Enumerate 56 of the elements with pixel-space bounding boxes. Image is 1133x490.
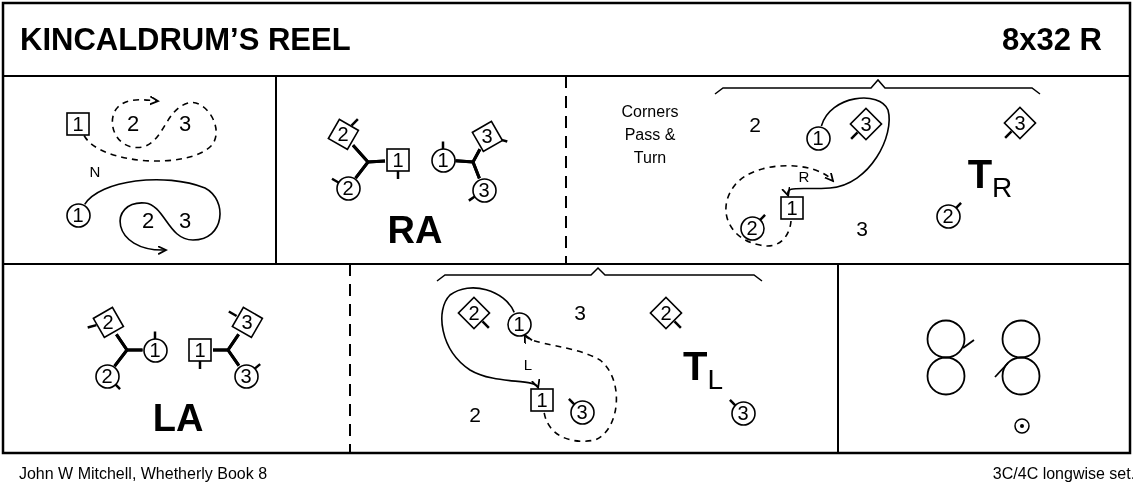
diamond-dancer: 3 (1003, 106, 1037, 140)
dance-track-arrow (441, 287, 539, 389)
hands-joined-line (113, 348, 143, 367)
dance-track-arrow (523, 334, 618, 443)
figure-name: T$_{R}$ (967, 152, 1013, 204)
circle-dancer: 2 (935, 203, 961, 229)
position-number: 3 (574, 301, 586, 325)
square-dancer: 1 (66, 112, 90, 136)
square-dancer: 1 (530, 388, 554, 412)
diamond-dancer: 3 (230, 305, 264, 339)
dance-track-arrow (725, 164, 834, 247)
figure-name: T$_{L}$ (683, 344, 723, 396)
hand-letter: R (798, 168, 810, 186)
figure-label: 8x32 R (1002, 22, 1102, 58)
position-number: 2 (749, 113, 761, 137)
circle-dancer: 2 (94, 363, 120, 389)
diamond-dancer: 2 (326, 117, 360, 151)
diamond-dancer: 2 (457, 296, 491, 330)
circle-dancer: 1 (142, 337, 168, 363)
circle-dancer: 1 (506, 311, 532, 337)
hands-joined-line (354, 159, 386, 179)
square-dancer: 1 (386, 148, 410, 172)
hand-letter: L (523, 356, 533, 374)
hands-joined-line (471, 148, 482, 179)
figure-name: LA (152, 398, 204, 440)
circle-dancer: 3 (730, 400, 756, 426)
circle-dancer: 1 (430, 147, 456, 173)
title: KINCALDRUM’S REEL (20, 22, 351, 58)
square-dancer: 1 (780, 196, 804, 220)
position-number: 2 (126, 111, 140, 137)
circle-dancer: 3 (569, 399, 595, 425)
diamond-dancer: 3 (470, 119, 504, 153)
circle-dancer: 2 (739, 215, 765, 241)
circle-dancer: 1 (65, 202, 91, 228)
dance-track-arrow (83, 95, 217, 162)
credit-text: John W Mitchell, Whetherly Book 8 (18, 465, 268, 483)
circle-dancer: 3 (471, 177, 497, 203)
circle-dancer: 3 (233, 363, 259, 389)
diamond-dancer: 2 (649, 296, 683, 330)
position-number: 2 (469, 403, 481, 427)
position-number: 3 (178, 208, 192, 234)
path-letter: N (89, 163, 101, 181)
circle-dancer: 2 (335, 175, 361, 201)
square-dancer: 1 (188, 338, 212, 362)
position-number: 3 (178, 111, 192, 137)
formation-text: 3C/4C longwise set. (992, 465, 1133, 483)
position-number: 2 (141, 208, 155, 234)
dance-track-arrow (781, 97, 890, 197)
figure-name: RA (387, 210, 443, 252)
position-number: 3 (856, 217, 868, 241)
hands-joined-line (226, 333, 241, 367)
figure-description: Corners Pass & Turn (620, 102, 680, 169)
dance-track-arrow (83, 178, 221, 255)
diamond-dancer: 2 (91, 305, 125, 339)
circle-dancer: 1 (805, 125, 831, 151)
diamond-dancer: 3 (849, 107, 883, 141)
